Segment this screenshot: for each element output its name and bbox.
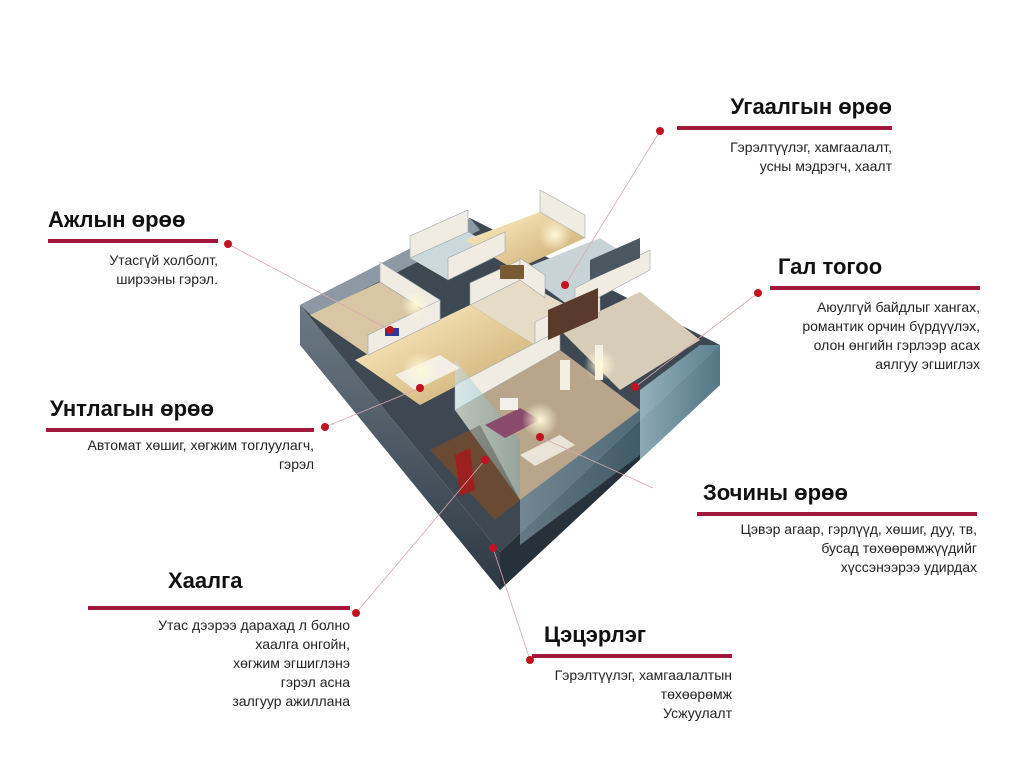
callout-garden-desc: Гэрэлтүүлэг, хамгаалалтын төхөөрөмж Усжу… (532, 666, 732, 723)
desc-line: Утас дээрээ дарахад л болно (158, 617, 350, 633)
desc-line: Автомат хөшиг, хөгжим тоглуулагч, (87, 437, 314, 453)
hotspot-bedroom-label (321, 423, 329, 431)
desc-line: төхөөрөмж (660, 686, 732, 702)
callout-door-title: Хаалга (168, 568, 243, 593)
callout-garden: Цэцэрлэг Гэрэлтүүлэг, хамгаалалтын төхөө… (532, 622, 732, 723)
lights (401, 219, 616, 438)
hotspot-kitchen-label (754, 289, 762, 297)
hotspot-living (536, 433, 544, 441)
callout-kitchen-title: Гал тогоо (778, 254, 883, 279)
hotspot-door-label (352, 609, 360, 617)
hotspot-door (481, 456, 489, 464)
callout-garden-bar (532, 654, 732, 658)
callout-bathroom-bar (677, 126, 892, 130)
desc-line: олон өнгийн гэрлээр асах (813, 337, 980, 353)
hotspot-bedroom (416, 384, 424, 392)
callout-kitchen-bar (770, 286, 980, 290)
callout-bathroom: Угаалгын өрөө Гэрэлтүүлэг, хамгаалалт, у… (677, 94, 892, 176)
desc-line: ширээны гэрэл. (116, 271, 218, 287)
desc-line: усны мэдрэгч, хаалт (759, 158, 892, 174)
desc-line: Утасгүй холболт, (109, 252, 218, 268)
callout-living-bar (697, 512, 977, 516)
glass-walls (455, 345, 720, 545)
hotspot-bathroom-label (656, 127, 664, 135)
leader-lines (227, 130, 759, 661)
desc-line: хүссэнээрээ удирдах (840, 559, 977, 575)
callout-door: Хаалга Утас дээрээ дарахад л болно хаалг… (88, 568, 350, 711)
callout-bedroom-title: Унтлагын өрөө (50, 396, 214, 421)
dark-panels (548, 238, 640, 340)
callout-living-desc: Цэвэр агаар, гэрлүүд, хөшиг, дуу, тв, бу… (697, 520, 977, 577)
callout-kitchen: Гал тогоо Аюулгүй байдлыг хангах, романт… (770, 254, 980, 374)
desc-line: Аюулгүй байдлыг хангах, (816, 299, 980, 315)
hotspot-office-label (224, 240, 232, 248)
callout-office-desc: Утасгүй холболт, ширээны гэрэл. (48, 251, 218, 289)
desc-line: Цэвэр агаар, гэрлүүд, хөшиг, дуу, тв, (740, 521, 977, 537)
callout-garden-title: Цэцэрлэг (544, 622, 647, 647)
callout-bedroom-desc: Автомат хөшиг, хөгжим тоглуулагч, гэрэл (46, 436, 314, 474)
desc-line: бусад төхөөрөмжүүдийг (821, 540, 977, 556)
callout-bedroom-bar (46, 428, 314, 432)
desc-line: Усжуулалт (663, 705, 732, 721)
hotspot-dots (224, 127, 762, 664)
hotspot-kitchen (631, 383, 639, 391)
callout-kitchen-desc: Аюулгүй байдлыг хангах, романтик орчин б… (770, 298, 980, 374)
callout-living-title: Зочины өрөө (703, 480, 848, 505)
desc-line: Гэрэлтүүлэг, хамгаалалт, (730, 139, 892, 155)
callout-bedroom: Унтлагын өрөө Автомат хөшиг, хөгжим тогл… (46, 396, 314, 474)
desc-line: аялгуу эгшиглэх (875, 356, 980, 372)
callout-office-title: Ажлын өрөө (48, 207, 186, 232)
hotspot-office (386, 326, 394, 334)
desc-line: гэрэл асна (280, 674, 350, 690)
callout-door-desc: Утас дээрээ дарахад л болно хаалга онгой… (88, 616, 350, 711)
callout-bathroom-title: Угаалгын өрөө (730, 94, 892, 119)
callout-living: Зочины өрөө Цэвэр агаар, гэрлүүд, хөшиг,… (697, 480, 977, 577)
callout-office-bar (48, 239, 218, 243)
desc-line: залгуур ажиллана (232, 693, 350, 709)
hotspot-garden (489, 544, 497, 552)
desc-line: хаалга онгойн, (255, 636, 350, 652)
callout-office: Ажлын өрөө Утасгүй холболт, ширээны гэрэ… (48, 207, 218, 289)
callout-bathroom-desc: Гэрэлтүүлэг, хамгаалалт, усны мэдрэгч, х… (677, 138, 892, 176)
desc-line: гэрэл (278, 456, 314, 472)
desc-line: Гэрэлтүүлэг, хамгаалалтын (554, 667, 732, 683)
callout-door-bar (88, 606, 350, 610)
desc-line: романтик орчин бүрдүүлэх, (802, 318, 980, 334)
hotspot-garden-label (526, 656, 534, 664)
hotspot-bathroom (561, 281, 569, 289)
desc-line: хөгжим эгшиглэнэ (233, 655, 350, 671)
